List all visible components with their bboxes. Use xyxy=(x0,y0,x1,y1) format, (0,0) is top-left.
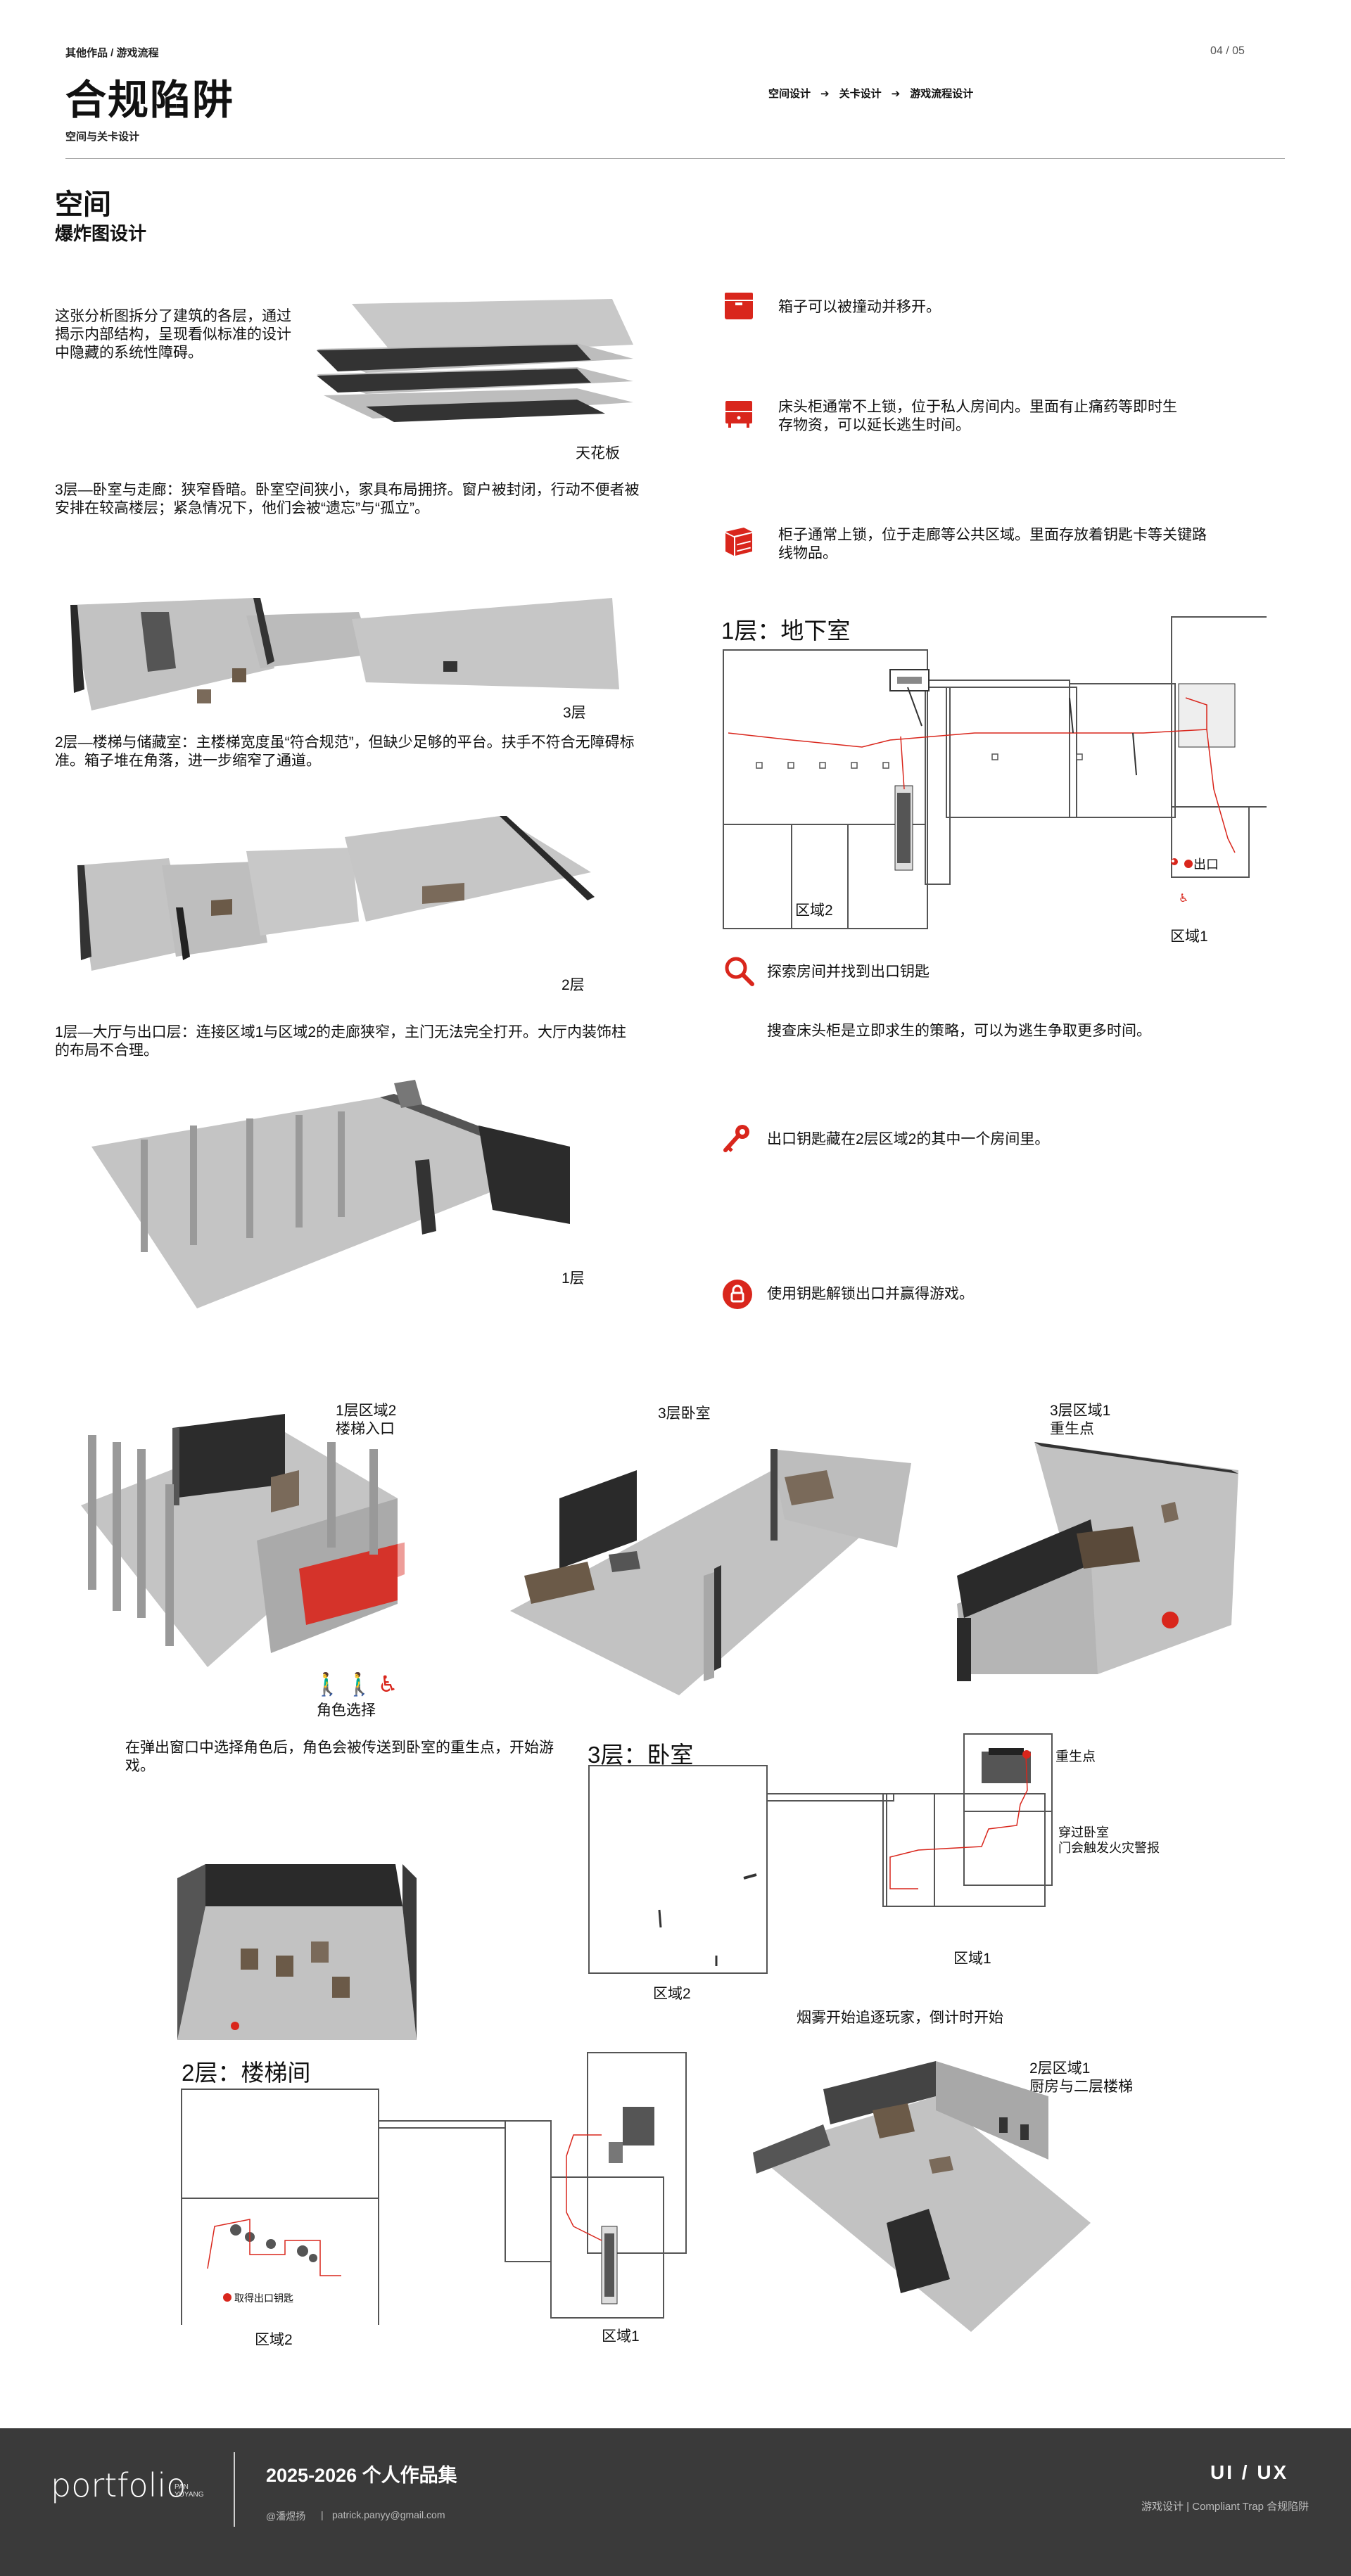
nightstand-icon xyxy=(725,401,752,428)
smoke-caption: 烟雾开始追逐玩家，倒计时开始 xyxy=(797,2010,1003,2026)
floor3-map-title: 3层：卧室 xyxy=(588,1742,694,1768)
header-divider xyxy=(65,158,1285,159)
role-figures-icon: 🚶‍♂️🚶‍♂️♿ xyxy=(313,1671,402,1697)
alarm-label-2: 门会触发火灾警报 xyxy=(1058,1841,1160,1855)
ceiling-label: 天花板 xyxy=(576,445,620,461)
section-nav: 空间设计 ➔ 关卡设计 ➔ 游戏流程设计 xyxy=(768,86,973,101)
floor3-area1-label: 区域1 xyxy=(953,1951,991,1967)
unlock-icon xyxy=(723,1280,752,1309)
basement-area1-label: 区域1 xyxy=(1170,929,1208,945)
nav-item-flow[interactable]: 游戏流程设计 xyxy=(910,88,974,100)
basement-floor-plan: ♿ xyxy=(723,616,1267,929)
role-select-label: 角色选择 xyxy=(317,1702,376,1719)
goal-unlock-text: 使用钥匙解锁出口并赢得游戏。 xyxy=(767,1286,974,1302)
alarm-caption: 穿过卧室 门会触发火灾警报 xyxy=(1058,1825,1160,1856)
floor1-description: 1层—大厅与出口层：连接区域1与区域2的走廊狭窄，主门无法完全打开。大厅内装饰柱… xyxy=(55,1024,627,1059)
bedroom3-model xyxy=(510,1449,911,1695)
floor3-description: 3层—卧室与走廊：狭窄昏暗。卧室空间狭小，家具布局拥挤。窗户被封闭，行动不便者被… xyxy=(55,482,640,516)
floor1-label: 1层 xyxy=(562,1270,585,1287)
footer-email[interactable]: patrick.panyy@gmail.com xyxy=(332,2509,445,2520)
kitchen-label-2: 厨房与二层楼梯 xyxy=(1029,2079,1133,2095)
footer-logo-sub-1: PAN xyxy=(175,2483,189,2491)
page-title: 合规陷阱 xyxy=(65,77,235,123)
footer-discipline: UI / UX xyxy=(1210,2461,1289,2483)
respawn-caption: 3层区域1 重生点 xyxy=(1050,1402,1110,1439)
exit-marker-label: 出口 xyxy=(1193,857,1219,872)
arrow-right-icon: ➔ xyxy=(891,87,901,100)
footer-logo-sub-2: YUYANG xyxy=(175,2491,204,2499)
basement-map-title: 1层：地下室 xyxy=(721,618,851,644)
alarm-label-1: 穿过卧室 xyxy=(1058,1825,1109,1839)
prop-nightstand-text: 床头柜通常不上锁，位于私人房间内。里面有止痛药等即时生存物资，可以延长逃生时间。 xyxy=(778,399,1177,433)
stair-entry-label-1: 1层区域2 xyxy=(336,1403,397,1419)
arrow-right-icon: ➔ xyxy=(820,87,830,100)
floor3-exploded-model xyxy=(70,598,619,710)
kitchen-label-1: 2层区域1 xyxy=(1029,2060,1091,2077)
goal-key-text: 出口钥匙藏在2层区域2的其中一个房间里。 xyxy=(767,1131,1050,1147)
page-subtitle: 空间与关卡设计 xyxy=(65,131,140,143)
footer-logo: portfolio xyxy=(51,2466,186,2504)
ceiling-layers-illustration xyxy=(317,299,633,422)
role-description: 在弹出窗口中选择角色后，角色会被传送到卧室的重生点，开始游戏。 xyxy=(125,1740,554,1774)
prop-box-text: 箱子可以被撞动并移开。 xyxy=(778,299,941,315)
footer-logo-sub: PAN YUYANG xyxy=(175,2483,204,2499)
floor1-area2-model xyxy=(81,1414,405,1667)
nav-item-space[interactable]: 空间设计 xyxy=(768,88,811,100)
respawn-label-1: 3层区域1 xyxy=(1050,1403,1111,1419)
get-key-label: 取得出口钥匙 xyxy=(234,2293,293,2304)
floor3-area1-model xyxy=(957,1442,1238,1681)
basement-area2-label: 区域2 xyxy=(795,903,833,919)
floor1-exploded-model xyxy=(91,1080,570,1308)
goal-strategy-text: 搜查床头柜是立即求生的策略，可以为逃生争取更多时间。 xyxy=(767,1023,1151,1039)
cabinet-icon xyxy=(725,528,752,556)
kitchen-caption: 2层区域1 厨房与二层楼梯 xyxy=(1029,2060,1133,2096)
floor2-exploded-model xyxy=(77,816,595,971)
stair-entry-label-2: 楼梯入口 xyxy=(336,1421,395,1437)
floor2-map-title: 2层：楼梯间 xyxy=(182,2060,311,2086)
nav-item-level[interactable]: 关卡设计 xyxy=(839,88,882,100)
svg-text:♿: ♿ xyxy=(1179,893,1188,905)
respawn-label-2: 重生点 xyxy=(1050,1421,1094,1437)
floor2-area2-label: 区域2 xyxy=(255,2332,293,2348)
goal-search-text: 探索房间并找到出口钥匙 xyxy=(767,964,930,980)
footer-tagline: 游戏设计 | Compliant Trap 合规陷阱 xyxy=(1141,2501,1309,2513)
floor2-label: 2层 xyxy=(562,977,585,993)
prop-cabinet-text: 柜子通常上锁，位于走廊等公共区域。里面存放着钥匙卡等关键路线物品。 xyxy=(778,527,1207,561)
breadcrumb: 其他作品 / 游戏流程 xyxy=(65,47,159,59)
floor3-floor-plan xyxy=(588,1733,1053,1974)
bedroom3-label: 3层卧室 xyxy=(658,1405,711,1422)
section-subheading: 爆炸图设计 xyxy=(55,223,147,244)
footer: portfolio PAN YUYANG 2025-2026 个人作品集 @潘煜… xyxy=(0,2428,1351,2576)
search-icon xyxy=(725,957,754,986)
floor2-area1-label: 区域1 xyxy=(602,2328,640,2345)
box-icon xyxy=(725,293,753,319)
floor3-area2-label: 区域2 xyxy=(653,1986,691,2002)
floor2-area1-model xyxy=(753,2061,1091,2332)
stair-entry-caption: 1层区域2 楼梯入口 xyxy=(336,1402,396,1439)
explosion-intro: 这张分析图拆分了建筑的各层，通过揭示内部结构，呈现看似标准的设计中隐藏的系统性障… xyxy=(55,308,291,361)
footer-title: 2025-2026 个人作品集 xyxy=(266,2465,457,2486)
section-heading: 空间 xyxy=(55,189,111,220)
floor2-description: 2层—楼梯与储藏室：主楼梯宽度虽“符合规范”，但缺少足够的平台。扶手不符合无障碍… xyxy=(55,734,635,769)
footer-divider xyxy=(234,2452,235,2527)
page-number: 04 / 05 xyxy=(1210,45,1245,57)
floor3-label: 3层 xyxy=(563,705,586,721)
key-icon xyxy=(723,1125,749,1152)
respawn-point-label: 重生点 xyxy=(1055,1749,1096,1764)
floor2-floor-plan xyxy=(181,2052,687,2325)
floor2-room-model xyxy=(177,1864,417,2040)
footer-author: @潘煜扬 xyxy=(266,2511,306,2522)
footer-separator: | xyxy=(321,2509,324,2520)
